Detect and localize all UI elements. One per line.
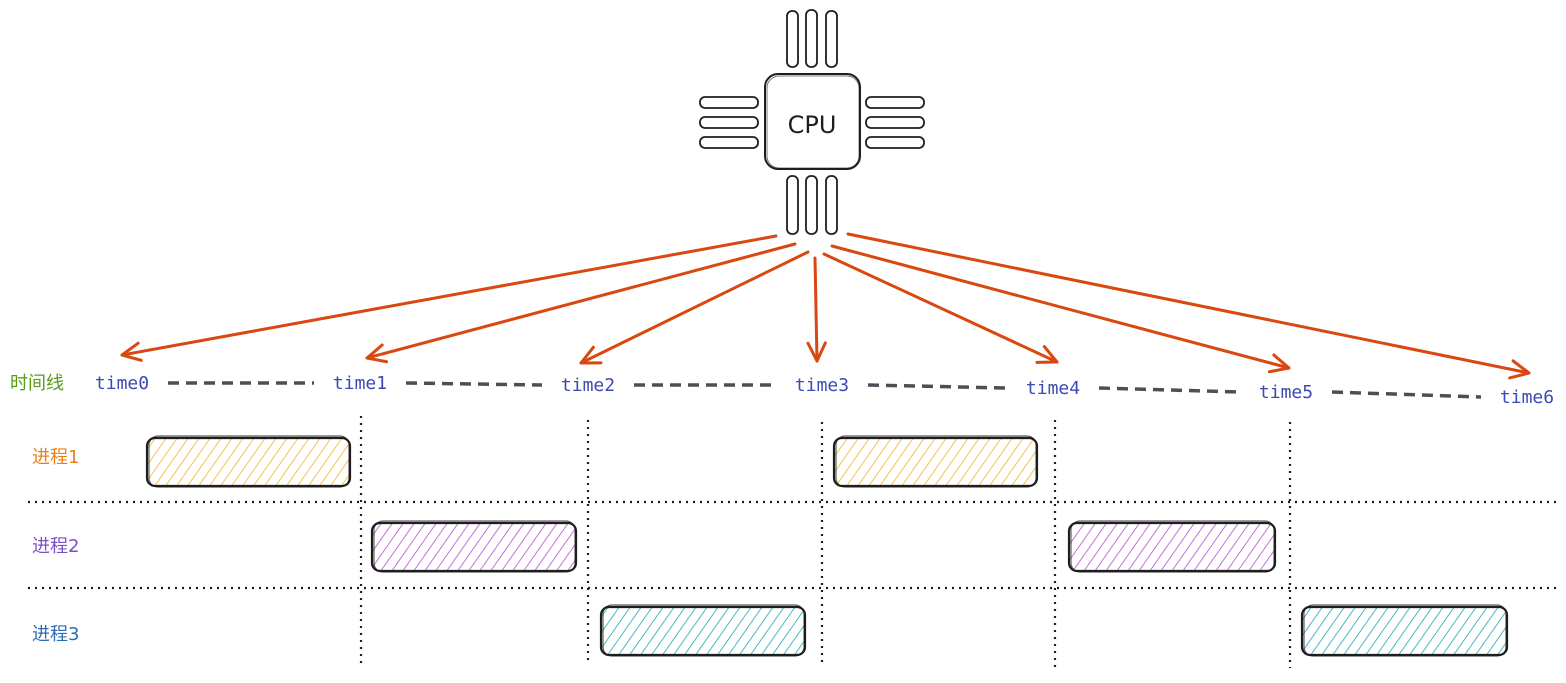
arrowhead-time2 <box>579 345 603 365</box>
process-2-block-2 <box>1067 520 1277 573</box>
timeline-segment-1 <box>405 381 543 387</box>
timeline-tick-6: time6 <box>1500 387 1554 408</box>
cpu-arrows <box>120 232 1531 380</box>
timeline-label: 时间线 <box>10 373 64 394</box>
process-rows: 进程1 进程2 进程3 <box>32 435 1509 657</box>
process-label-2: 进程2 <box>32 536 79 557</box>
cpu-label: CPU <box>788 111 837 139</box>
slot-separators <box>359 416 1292 672</box>
arrowhead-time1 <box>365 343 389 364</box>
process-3-block-1 <box>599 604 807 657</box>
timeline-tick-2: time2 <box>561 375 615 396</box>
timeline-tick-4: time4 <box>1026 378 1080 399</box>
process-3-block-2 <box>1300 604 1509 657</box>
arrowhead-time4 <box>1035 345 1059 364</box>
arrow-to-time3 <box>813 256 819 363</box>
cpu-left-pins <box>699 96 759 149</box>
timeline-tick-1: time1 <box>333 373 387 394</box>
arrowhead-time3 <box>806 341 827 363</box>
arrow-to-time2 <box>579 250 810 365</box>
arrowhead-time0 <box>120 341 143 362</box>
arrow-to-time1 <box>365 242 797 360</box>
timeline-segment-5 <box>1331 390 1482 399</box>
process-1-block-2 <box>832 435 1039 488</box>
cpu-right-pins <box>865 96 925 149</box>
cpu-chip: CPU <box>699 9 925 235</box>
process-label-1: 进程1 <box>32 447 79 468</box>
timeline-tick-3: time3 <box>795 375 849 396</box>
cpu-top-pins <box>786 9 838 68</box>
process-2-block-1 <box>370 520 578 573</box>
process-label-3: 进程3 <box>32 624 79 645</box>
arrowhead-time6 <box>1508 359 1531 380</box>
timeline-segment-3 <box>867 383 1008 390</box>
row-separators <box>28 500 1560 590</box>
arrow-to-time6 <box>846 232 1531 375</box>
arrow-to-time0 <box>120 234 778 357</box>
timeline: time0 time1 time2 time3 time4 time5 time6 <box>95 373 1554 408</box>
timeline-segment-4 <box>1098 386 1241 394</box>
arrow-to-time5 <box>830 244 1291 370</box>
cpu-body <box>764 73 861 170</box>
timeline-tick-0: time0 <box>95 373 149 394</box>
process-1-block-1 <box>145 435 352 488</box>
timeline-tick-5: time5 <box>1259 382 1313 403</box>
arrow-to-time4 <box>822 252 1059 364</box>
cpu-bottom-pins <box>786 175 838 235</box>
arrowhead-time5 <box>1267 353 1291 374</box>
